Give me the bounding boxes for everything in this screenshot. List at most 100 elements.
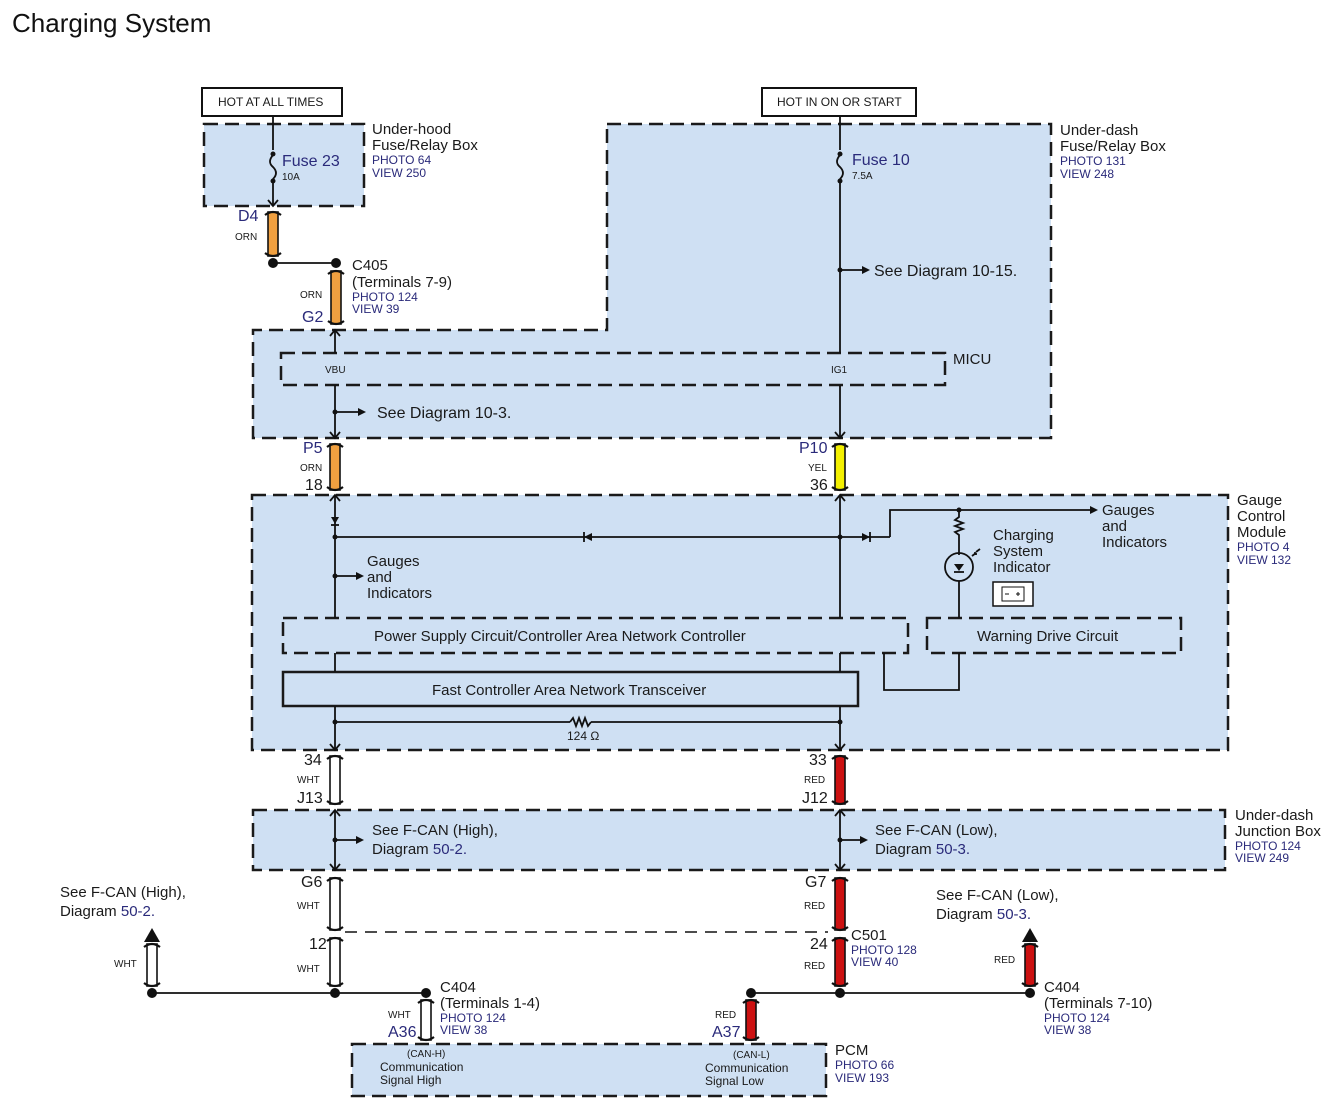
micu-box[interactable]: [279, 351, 947, 387]
wire-p10-color: YEL: [808, 463, 827, 474]
wire-p5-pin: P5: [303, 440, 323, 457]
view-link[interactable]: VIEW 193: [835, 1071, 889, 1085]
connector-cap-icon: [742, 998, 760, 1004]
photo-link[interactable]: PHOTO 131: [1060, 154, 1126, 168]
junction-box[interactable]: [251, 808, 1227, 872]
photo-link[interactable]: PHOTO 66: [835, 1058, 894, 1072]
wire-r24[interactable]: [834, 937, 846, 987]
see-fcan-low-external[interactable]: Diagram 50-3.: [936, 906, 1031, 923]
diagram-number[interactable]: 50-2.: [433, 841, 467, 858]
view-link[interactable]: VIEW 249: [1235, 851, 1289, 865]
see-fcan-low[interactable]: See F-CAN (Low),: [875, 822, 998, 839]
micu-vbu-pin: VBU: [325, 365, 346, 376]
see-diagram-10-3[interactable]: See Diagram 10-3.: [377, 405, 511, 422]
warning-drive-circuit-box[interactable]: [925, 616, 1183, 655]
see-fcan-high-external[interactable]: Diagram 50-2.: [60, 903, 155, 920]
pcm-box[interactable]: [350, 1042, 828, 1098]
view-link[interactable]: VIEW 250: [372, 166, 426, 180]
wire-j13[interactable]: [329, 755, 341, 805]
wire-left_out[interactable]: [146, 943, 158, 987]
wire-a36-pin: A36: [388, 1024, 417, 1041]
view-link[interactable]: VIEW 40: [851, 955, 899, 969]
can-l-label: (CAN-L): [733, 1050, 770, 1061]
can-l-desc: Communication: [705, 1061, 788, 1075]
gauge-control-module-box[interactable]: [250, 493, 1230, 752]
wire-g2[interactable]: [330, 270, 342, 325]
micu-ig1-pin: IG1: [831, 365, 848, 376]
c404-right-terminals: (Terminals 7-10): [1044, 995, 1152, 1012]
wire-p5-color: ORN: [300, 463, 322, 474]
hot-in-on-or-start-label-box: [761, 87, 917, 117]
connector-cap-icon: [417, 998, 435, 1004]
diagram-number[interactable]: 50-3.: [997, 906, 1031, 923]
connector-cap-icon: [417, 1036, 435, 1042]
wire-j12[interactable]: [834, 755, 846, 805]
see-fcan-high[interactable]: See F-CAN (High),: [372, 822, 498, 839]
wire-d4[interactable]: [267, 211, 279, 257]
connector-cap-icon: [326, 442, 344, 448]
gauges-indicators-right: Gauges: [1102, 502, 1155, 519]
wire-p10[interactable]: [834, 443, 846, 491]
diagram-number[interactable]: 50-3.: [936, 841, 970, 858]
underdash-box-name: Fuse/Relay Box: [1060, 138, 1166, 155]
photo-link[interactable]: PHOTO 124: [352, 290, 418, 304]
can-l-desc: Signal Low: [705, 1074, 764, 1088]
diode-icon: [331, 517, 339, 524]
see-fcan-low-external[interactable]: See F-CAN (Low),: [936, 887, 1059, 904]
view-link[interactable]: VIEW 248: [1060, 167, 1114, 181]
photo-link[interactable]: PHOTO 124: [1235, 839, 1301, 853]
diagram-number[interactable]: 50-2.: [121, 903, 155, 920]
wire-a36[interactable]: [420, 999, 432, 1041]
underhood-box-name: Fuse/Relay Box: [372, 137, 478, 154]
diagram-word: Diagram: [875, 841, 936, 858]
wire-g6[interactable]: [329, 877, 341, 931]
connector-cap-icon: [831, 486, 849, 492]
wire-right_out[interactable]: [1024, 943, 1036, 987]
photo-link[interactable]: PHOTO 64: [372, 153, 431, 167]
connector-cap-icon: [742, 1036, 760, 1042]
page-title: Charging System: [12, 8, 212, 38]
view-link[interactable]: VIEW 39: [352, 302, 400, 316]
fuse-23-rating: 10A: [282, 172, 300, 183]
connector-cap-icon: [831, 982, 849, 988]
wire-p5[interactable]: [329, 443, 341, 491]
see-fcan-high[interactable]: Diagram 50-2.: [372, 841, 467, 858]
photo-link[interactable]: PHOTO 128: [851, 943, 917, 957]
c405-terminals: (Terminals 7-9): [352, 274, 452, 291]
underhood-fuse-box[interactable]: [202, 122, 366, 208]
charging-indicator-label: Charging: [993, 527, 1054, 544]
gauges-indicators-right: and: [1102, 518, 1127, 535]
wire-j12-color: RED: [804, 775, 825, 786]
wire-d4-pin: D4: [238, 208, 259, 225]
connector-cap-icon: [831, 936, 849, 942]
connector-cap-icon: [326, 876, 344, 882]
view-link[interactable]: VIEW 132: [1237, 553, 1291, 567]
see-fcan-high-external[interactable]: See F-CAN (High),: [60, 884, 186, 901]
wire-j12-pin: J12: [802, 790, 828, 807]
diagram-word: Diagram: [372, 841, 433, 858]
wire-a37-color: RED: [715, 1010, 736, 1021]
connector-cap-icon: [326, 754, 344, 760]
warning-drive-label: Warning Drive Circuit: [977, 628, 1119, 645]
wire-g2-pin: G2: [302, 309, 323, 326]
wire-g7[interactable]: [834, 877, 846, 931]
photo-link[interactable]: PHOTO 124: [440, 1011, 506, 1025]
hot-at-all-times-label-box: [201, 87, 343, 117]
c404-right-label: C404: [1044, 979, 1080, 996]
wire-a37[interactable]: [745, 999, 757, 1041]
view-link[interactable]: VIEW 38: [440, 1023, 488, 1037]
see-diagram-10-15[interactable]: See Diagram 10-15.: [874, 263, 1017, 280]
transceiver-box[interactable]: [281, 670, 860, 708]
connector-cap-icon: [327, 320, 345, 326]
wire-w12[interactable]: [329, 937, 341, 987]
connector-cap-icon: [264, 252, 282, 258]
photo-link[interactable]: PHOTO 124: [1044, 1011, 1110, 1025]
view-link[interactable]: VIEW 38: [1044, 1023, 1092, 1037]
gauge-module-name: Control: [1237, 508, 1285, 525]
underdash-fuse-box[interactable]: [251, 122, 1053, 440]
power-supply-circuit-box[interactable]: [281, 616, 910, 655]
gauges-indicators-left: and: [367, 569, 392, 586]
fuse-23-icon: [269, 154, 277, 180]
photo-link[interactable]: PHOTO 4: [1237, 540, 1290, 554]
see-fcan-low[interactable]: Diagram 50-3.: [875, 841, 970, 858]
